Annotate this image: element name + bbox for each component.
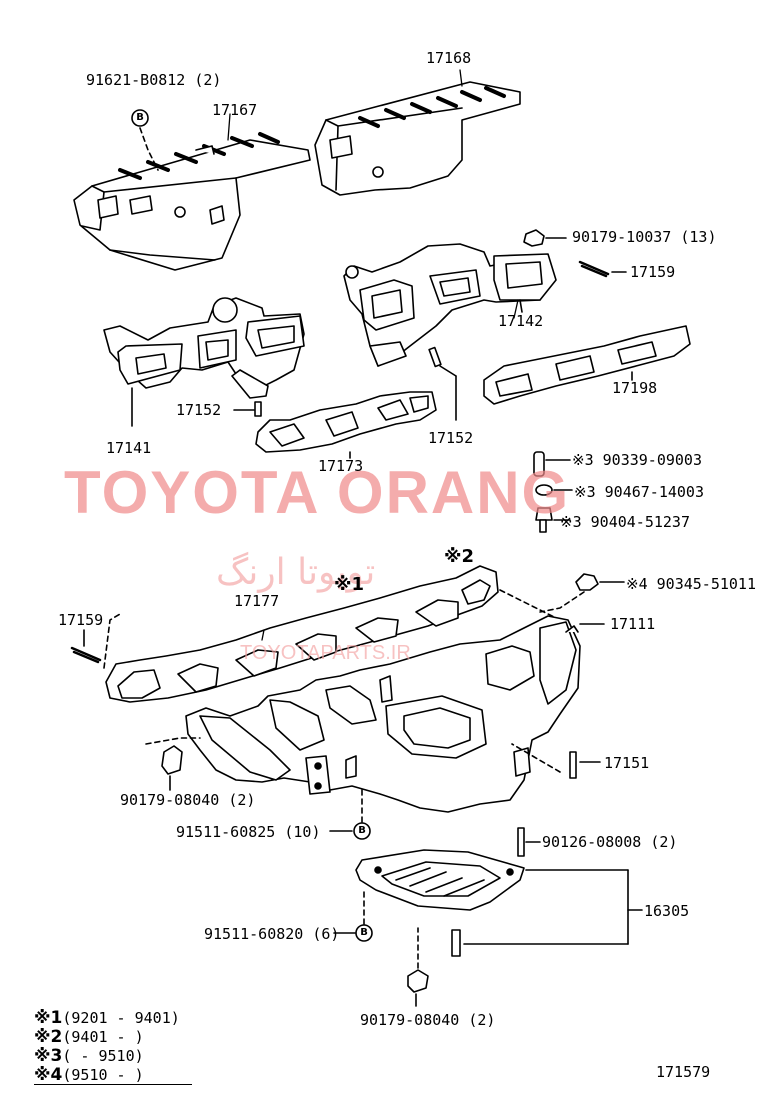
stud-90126-icon (517, 827, 541, 857)
label-17173: 17173 (318, 457, 364, 475)
label-90339: ※3 90339-09003 (572, 451, 702, 469)
label-17111: 17111 (610, 615, 656, 633)
label-17159-left: 17159 (58, 611, 104, 629)
gasket-17177 (105, 565, 499, 703)
exhaust-manifold-17142 (343, 243, 557, 367)
label-91621: 91621-B0812 (2) (86, 71, 222, 89)
label-90467: ※3 90467-14003 (574, 483, 704, 501)
bolt-letter-b3: B (360, 927, 368, 938)
bolt-letter-b2: B (358, 825, 366, 836)
mark-1: ※1 (334, 574, 365, 595)
note-range: (9401 - ) (62, 1028, 144, 1046)
label-17152-left: 17152 (176, 401, 222, 419)
notes-legend: ※1(9201 - 9401) ※2(9401 - ) ※3( - 9510) … (34, 1008, 192, 1085)
note-mark: ※1 (34, 1008, 63, 1028)
label-17142: 17142 (498, 312, 544, 330)
bolt-letter-b1: B (136, 112, 144, 123)
nut-90179-10037-icon (523, 229, 567, 247)
label-17141: 17141 (106, 439, 152, 457)
label-17177: 17177 (234, 592, 280, 610)
label-90345: ※4 90345-51011 (626, 575, 756, 593)
label-90404: ※3 90404-51237 (560, 513, 690, 531)
label-17151: 17151 (604, 754, 650, 772)
label-91511-60820: 91511-60820 (6) (204, 925, 340, 943)
watermark-arabic: تويوتا ارنگ (216, 552, 376, 593)
gasket-17173 (255, 391, 437, 453)
bolt-91511-60825-icon (329, 789, 371, 840)
stud-17159-top (578, 260, 627, 278)
label-90179-08040-upper: 90179-08040 (2) (120, 791, 256, 809)
label-17198: 17198 (612, 379, 658, 397)
label-90179-08040-lower: 90179-08040 (2) (360, 1011, 496, 1029)
label-90126: 90126-08008 (2) (542, 833, 678, 851)
intake-manifold-17111 (185, 615, 581, 813)
note-row: ※2(9401 - ) (34, 1027, 192, 1047)
heat-insulator-17167 (73, 132, 311, 271)
note-range: (9510 - ) (62, 1066, 144, 1084)
heat-insulator-17168 (314, 81, 521, 196)
gasket-17198 (483, 325, 691, 405)
nut-90179-08040-upper-icon (145, 737, 201, 791)
label-16305: 16305 (644, 902, 690, 920)
watermark-brand: TOYOTA ORANG (64, 459, 571, 526)
note-row: ※4(9510 - ) (34, 1065, 192, 1085)
bolt-91511-60820-icon (333, 887, 373, 942)
stud-17152-left (233, 401, 262, 417)
bolt-91621-icon (131, 109, 159, 171)
bracket-16305 (463, 869, 643, 945)
note-mark: ※3 (34, 1046, 63, 1066)
label-91511-60825: 91511-60825 (10) (176, 823, 321, 841)
note-mark: ※2 (34, 1027, 63, 1047)
stud-17152-right (428, 346, 457, 421)
gasket-90467-icon (535, 484, 573, 496)
label-17167: 17167 (212, 101, 258, 119)
figure-number: 171579 (656, 1063, 711, 1081)
watermark-url: TOYOTAPARTS.IR (240, 642, 411, 664)
plate-16305 (355, 849, 525, 911)
label-90179-10037: 90179-10037 (13) (572, 228, 717, 246)
union-90404-icon (535, 507, 571, 533)
note-row: ※1(9201 - 9401) (34, 1008, 192, 1028)
note-row: ※3( - 9510) (34, 1046, 192, 1066)
label-17152-right: 17152 (428, 429, 474, 447)
leader-lines (227, 69, 519, 641)
mark-2: ※2 (444, 546, 475, 567)
fitting-90339-icon (533, 451, 571, 477)
note-mark: ※4 (34, 1065, 63, 1085)
stud-17159-left (70, 629, 102, 664)
nut-90179-08040-lower-icon (407, 927, 429, 1007)
plug-90345-icon (539, 573, 625, 613)
label-17168: 17168 (426, 49, 472, 67)
note-range: (9201 - 9401) (62, 1009, 180, 1027)
stud-17151 (511, 743, 601, 779)
note-range: ( - 9510) (62, 1047, 144, 1065)
label-17159-top: 17159 (630, 263, 676, 281)
pin-16305 (451, 929, 461, 957)
exhaust-manifold-17141 (103, 297, 305, 399)
